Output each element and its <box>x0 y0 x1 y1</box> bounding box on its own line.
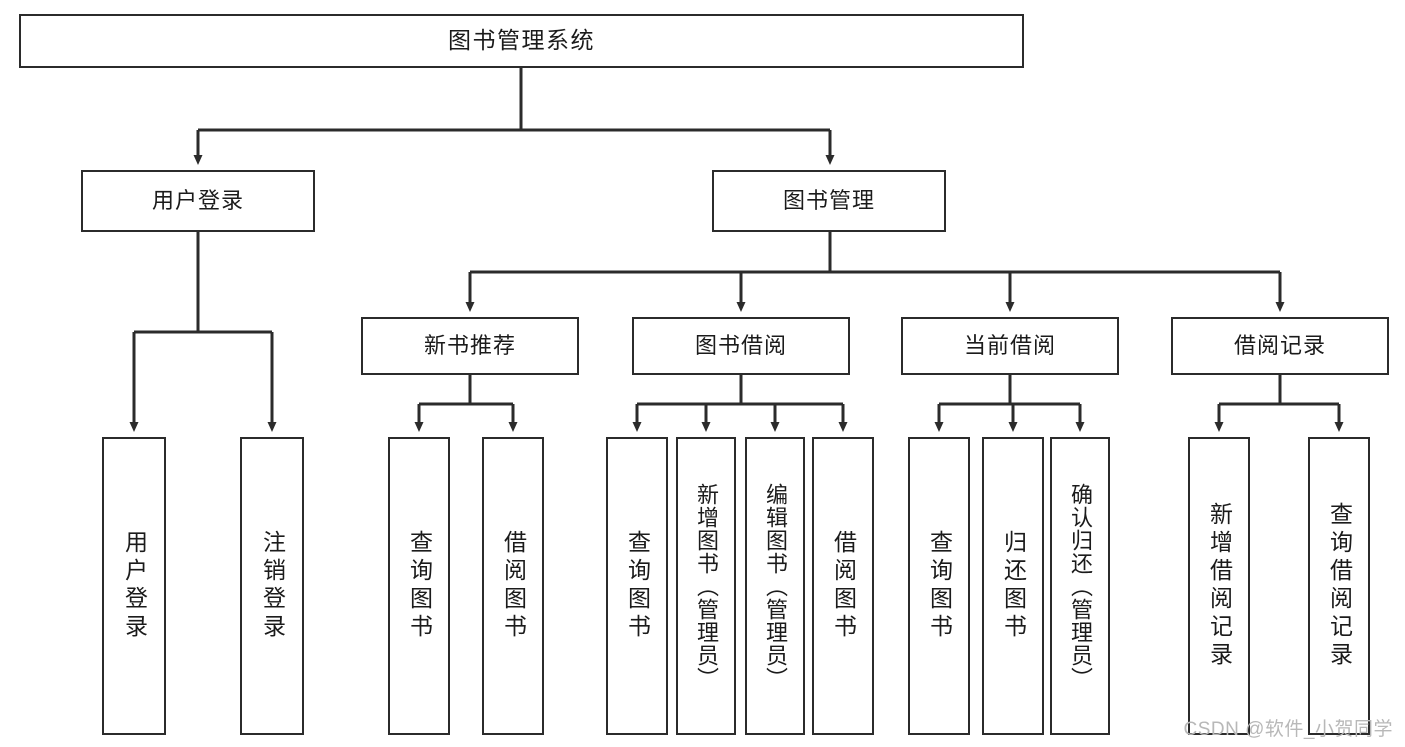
node-leaf-query-book-3-label: 查询图书 <box>926 530 953 642</box>
node-current-borrow[interactable]: 当前借阅 <box>901 317 1119 375</box>
node-leaf-borrow-book-2[interactable]: 借阅图书 <box>812 437 874 735</box>
node-leaf-add-book-label: 新增图书（管理员） <box>694 482 719 690</box>
node-leaf-user-logout[interactable]: 注销登录 <box>240 437 304 735</box>
node-new-book-rec-label: 新书推荐 <box>423 332 516 358</box>
node-book-borrow[interactable]: 图书借阅 <box>632 317 850 375</box>
node-leaf-query-record-label: 查询借阅记录 <box>1326 502 1353 670</box>
node-leaf-borrow-book-1[interactable]: 借阅图书 <box>482 437 544 735</box>
node-leaf-query-book-1[interactable]: 查询图书 <box>388 437 450 735</box>
node-leaf-user-login[interactable]: 用户登录 <box>102 437 166 735</box>
node-leaf-add-record-label: 新增借阅记录 <box>1206 502 1233 670</box>
node-book-manage[interactable]: 图书管理 <box>712 170 946 232</box>
node-leaf-query-book-2[interactable]: 查询图书 <box>606 437 668 735</box>
node-leaf-add-record[interactable]: 新增借阅记录 <box>1188 437 1250 735</box>
node-leaf-user-login-label: 用户登录 <box>121 530 148 642</box>
node-leaf-query-book-2-label: 查询图书 <box>624 530 651 642</box>
node-leaf-borrow-book-2-label: 借阅图书 <box>830 530 857 642</box>
node-leaf-edit-book-label: 编辑图书（管理员） <box>763 482 788 690</box>
node-leaf-confirm-return[interactable]: 确认归还（管理员） <box>1050 437 1110 735</box>
node-book-borrow-label: 图书借阅 <box>694 332 787 358</box>
node-user-login[interactable]: 用户登录 <box>81 170 315 232</box>
node-leaf-user-logout-label: 注销登录 <box>259 530 286 642</box>
node-leaf-edit-book[interactable]: 编辑图书（管理员） <box>745 437 805 735</box>
node-root-label: 图书管理系统 <box>448 27 595 54</box>
node-user-login-label: 用户登录 <box>151 187 244 213</box>
watermark: CSDN @软件_小贺同学 <box>1183 719 1393 740</box>
node-leaf-borrow-book-1-label: 借阅图书 <box>500 530 527 642</box>
node-new-book-rec[interactable]: 新书推荐 <box>361 317 579 375</box>
node-leaf-query-book-3[interactable]: 查询图书 <box>908 437 970 735</box>
node-current-borrow-label: 当前借阅 <box>963 332 1056 358</box>
node-leaf-return-book-label: 归还图书 <box>1000 530 1027 642</box>
node-borrow-record-label: 借阅记录 <box>1233 332 1326 358</box>
node-leaf-query-record[interactable]: 查询借阅记录 <box>1308 437 1370 735</box>
node-leaf-confirm-return-label: 确认归还（管理员） <box>1068 482 1093 690</box>
node-leaf-add-book[interactable]: 新增图书（管理员） <box>676 437 736 735</box>
node-leaf-query-book-1-label: 查询图书 <box>406 530 433 642</box>
node-root[interactable]: 图书管理系统 <box>19 14 1024 68</box>
node-leaf-return-book[interactable]: 归还图书 <box>982 437 1044 735</box>
node-borrow-record[interactable]: 借阅记录 <box>1171 317 1389 375</box>
node-book-manage-label: 图书管理 <box>782 187 875 213</box>
